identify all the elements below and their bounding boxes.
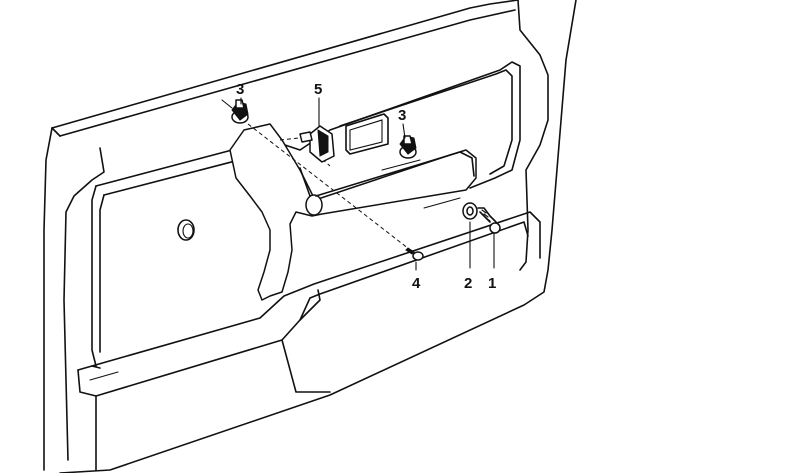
map-pocket [77, 211, 541, 471]
door-pull-recess [345, 113, 389, 155]
screw-part-4 [405, 247, 424, 261]
bracket-part-5 [299, 125, 335, 163]
armrest [229, 123, 477, 301]
clip-part-3-left [231, 99, 249, 124]
door-panel-outline [43, 0, 577, 473]
callout-leaders [240, 97, 406, 139]
callout-3-left: 3 [236, 81, 244, 98]
callout-5: 5 [314, 81, 322, 98]
callout-4: 4 [412, 275, 421, 292]
crank-hole [177, 219, 195, 241]
callouts: 3 5 3 4 2 1 [236, 81, 496, 292]
washer-part-2 [462, 202, 478, 220]
screw-part-1 [477, 207, 501, 234]
clip-part-3-right [399, 135, 417, 159]
callout-1: 1 [488, 275, 496, 292]
callout-3-right: 3 [398, 107, 406, 124]
callout-2: 2 [464, 275, 472, 292]
